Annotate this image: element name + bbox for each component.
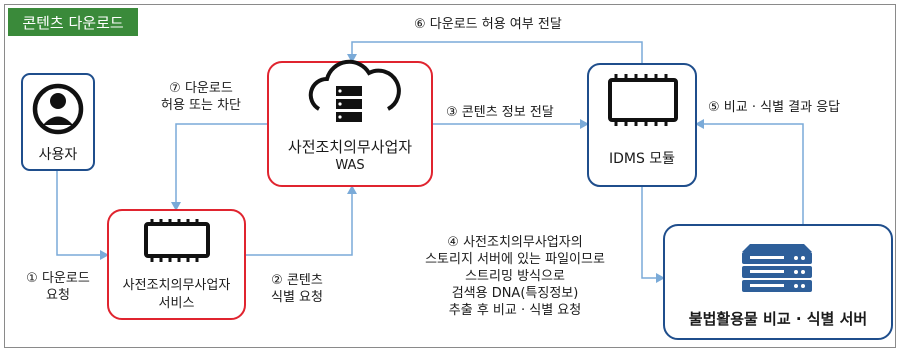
arrow-allow-block [171, 123, 268, 211]
was-label-line1: 사전조치의무사업자 [287, 138, 413, 156]
step-6-label: ⑥ 다운로드 허용 여부 전달 [414, 17, 562, 32]
arrow-compare-response [695, 119, 804, 225]
chip-icon [144, 219, 210, 262]
step-2-label: ② 콘텐츠 식별 요청 [271, 273, 323, 305]
was-label-line2: WAS [335, 158, 365, 173]
arrows [56, 41, 804, 283]
server-rack-icon [742, 244, 812, 292]
server-node [663, 224, 893, 340]
arrow-compare-request [641, 186, 665, 283]
idms-label: IDMS 모듈 [608, 151, 676, 167]
user-label: 사용자 [38, 147, 78, 163]
server-label: 불법활용물 비교 · 식별 서버 [688, 310, 868, 328]
diagram-frame [4, 4, 896, 348]
diagram-title: 콘텐츠 다운로드 [8, 8, 138, 36]
service-label-line1: 사전조치의무사업자 [122, 278, 231, 293]
arrow-identify-request [245, 185, 357, 256]
was-node [267, 59, 433, 187]
step-1-label: ① 다운로드 요청 [26, 271, 90, 303]
arrow-permission-transfer [347, 41, 643, 64]
service-label-line2: 서비스 [158, 296, 195, 311]
step-3-label: ③ 콘텐츠 정보 전달 [446, 105, 554, 120]
idms-node [587, 63, 697, 187]
cloud-server-icon [308, 59, 401, 122]
step-7-label: ⑦ 다운로드 허용 또는 차단 [160, 81, 242, 113]
step-4-label: ④ 사전조치의무사업자의 스토리지 서버에 있는 파일이므로 스트리밍 방식으로… [425, 235, 605, 318]
chip-icon [608, 74, 678, 126]
user-icon [32, 83, 84, 135]
user-node [21, 73, 95, 171]
service-node [107, 209, 246, 320]
arrow-download-request [56, 170, 109, 260]
step-5-label: ⑤ 비교 · 식별 결과 응답 [708, 100, 841, 115]
